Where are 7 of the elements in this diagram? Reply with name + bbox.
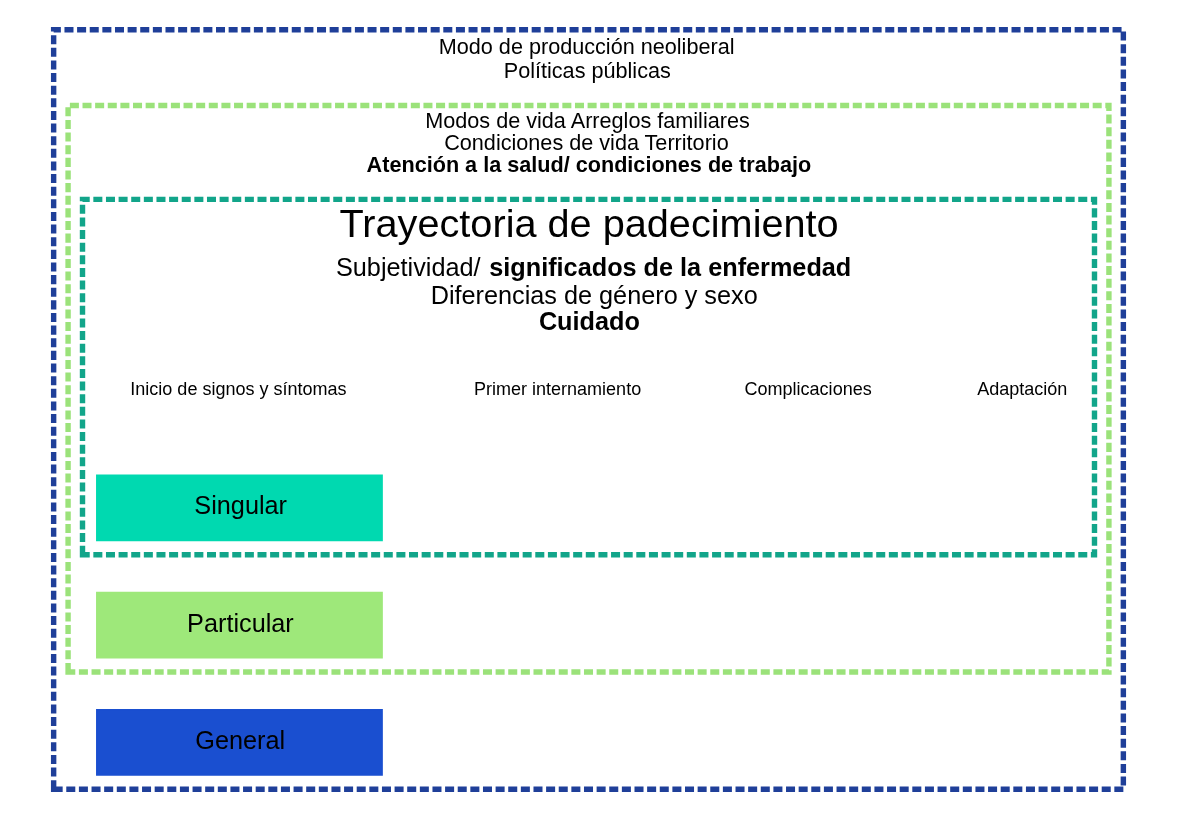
label: Primer internamiento [473, 379, 642, 400]
label: Inicio de signos y síntomas [130, 379, 347, 400]
node-box: Particular [96, 591, 383, 659]
label: Adaptación [977, 379, 1068, 400]
node-box: General [96, 708, 383, 776]
label: Complicaciones [744, 379, 872, 400]
node-box: Singular [96, 474, 383, 542]
